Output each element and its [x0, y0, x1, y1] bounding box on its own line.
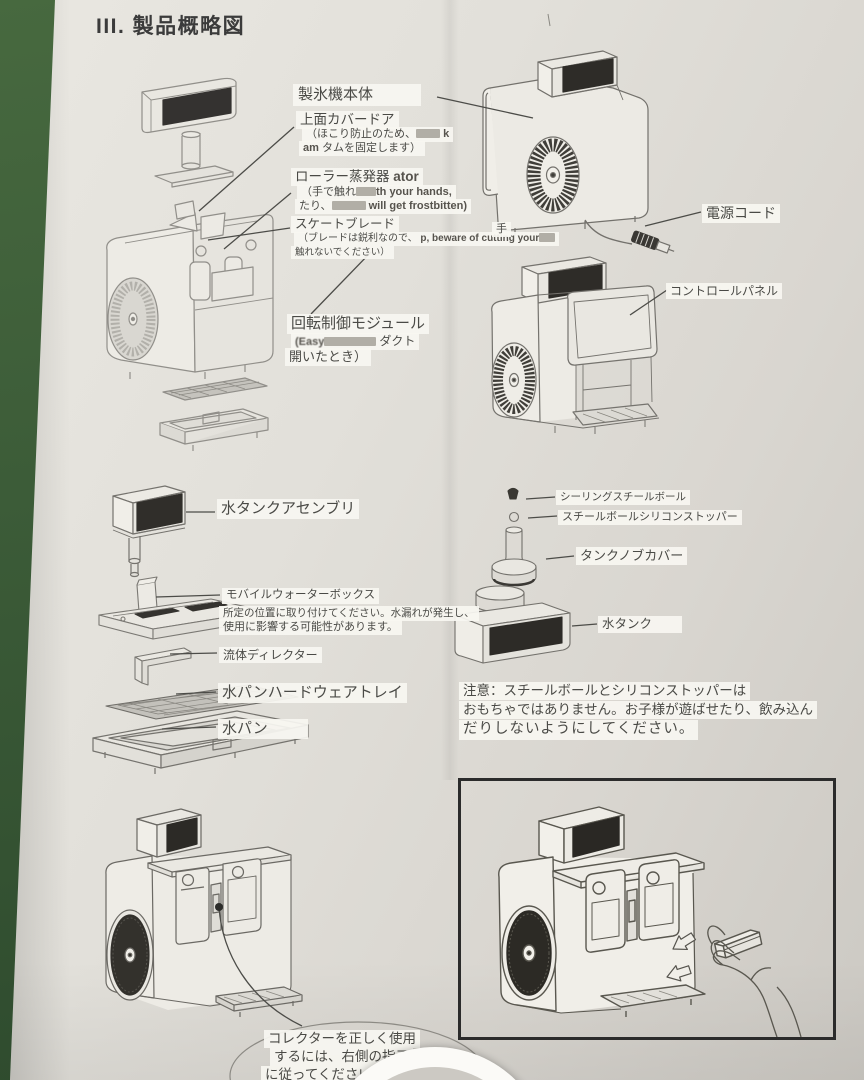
- label-rotation-note1: (Easy ダクト: [291, 333, 420, 351]
- label-mobile-water-box-note1: 所定の位置に取り付けてください。水漏れが発生し、: [219, 606, 479, 621]
- water-pan-tray-text: 水パンハードウェアトレイ: [222, 684, 403, 701]
- label-top-cover-title: 上面カバードア: [300, 112, 395, 127]
- water-pan-text: 水パン: [222, 720, 268, 737]
- label-tank-knob-cover: タンクノブカバー: [576, 547, 688, 565]
- water-tank-assembly-diagram: [112, 485, 186, 578]
- label-roller-note1: （手で触れ th your hands,: [297, 185, 456, 201]
- skate-note2-jp: 触れないでください）: [295, 247, 390, 258]
- label-hand: 手: [492, 222, 511, 238]
- label-water-tank-assembly: 水タンクアセンブリ: [217, 499, 360, 519]
- water-tank-text: 水タンク: [602, 617, 653, 631]
- top-cover-note2-en: am: [303, 142, 319, 154]
- caution-line2-text: おもちゃではありません。お子様が遊ばせたり、飲み込ん: [463, 702, 814, 718]
- rotation-note1-jp: ダクト: [379, 334, 416, 348]
- control-panel-text: コントロールパネル: [670, 284, 779, 298]
- label-silicone-stopper: スチールボールシリコンストッパー: [558, 510, 742, 526]
- label-mobile-water-box-note2: 使用に影響する可能性があります。: [219, 620, 402, 636]
- label-skate-note1: （ブレードは鋭利なので、 p, beware of cutting your: [294, 232, 560, 246]
- exploded-machine-diagram: [106, 77, 274, 451]
- label-rotation-module: 回転制御モジュール: [287, 314, 429, 334]
- rotation-title: 回転制御モジュール: [291, 315, 425, 332]
- instruction-frame: [458, 778, 836, 1040]
- redacted-text: [356, 187, 376, 196]
- label-roller-note2: たり、 will get frostbitten): [295, 199, 472, 215]
- redacted-text: [539, 233, 556, 242]
- roller-note2-jp: たり、: [299, 200, 332, 212]
- rotation-note1-en: (Easy: [295, 336, 325, 348]
- label-mobile-water-box: モバイルウォーターボックス: [222, 588, 380, 604]
- label-top-cover-note1: （ほこり防止のため、 k: [302, 127, 454, 143]
- silicone-stopper-text: スチールボールシリコンストッパー: [562, 511, 738, 523]
- skate-note1-jp: （ブレードは鋭利なので、: [298, 233, 418, 244]
- top-cover-note1-jp: （ほこり防止のため、: [306, 128, 416, 140]
- collector-note-line1-text: コレクターを正しく使用: [268, 1031, 416, 1046]
- label-main-unit-text: 製氷機本体: [298, 86, 374, 103]
- label-top-cover: 上面カバードア: [296, 111, 399, 130]
- collector-insertion-diagram: [498, 806, 802, 1038]
- label-water-pan: 水パン: [218, 719, 308, 739]
- top-cover-note2-jp: タムを固定します）: [321, 142, 421, 154]
- mobile-water-box-note1-text: 所定の位置に取り付けてください。水漏れが発生し、: [223, 607, 475, 619]
- collector-note-line2-text: するには、右側の指示: [274, 1049, 409, 1064]
- mobile-water-box-text: モバイルウォーターボックス: [226, 589, 376, 601]
- roller-note1-en: th your hands,: [376, 186, 452, 198]
- power-cord-text: 電源コード: [706, 205, 776, 221]
- label-control-panel: コントロールパネル: [666, 283, 783, 300]
- label-roller-evaporator: ローラー蒸発器 ator: [291, 168, 423, 187]
- label-water-tank: 水タンク: [598, 616, 683, 633]
- label-power-cord: 電源コード: [702, 204, 780, 223]
- mobile-water-box-note2-text: 使用に影響する可能性があります。: [223, 621, 398, 633]
- label-fluid-director: 流体ディレクター: [219, 647, 322, 664]
- collector-note-line3: に従ってください: [261, 1066, 376, 1080]
- rotation-note2-jp: 開いたとき）: [289, 349, 368, 364]
- water-tank-assembly-text: 水タンクアセンブリ: [221, 500, 356, 517]
- skate-note1-en: p, beware of cutting your: [420, 233, 540, 244]
- label-skate-note2: 触れないでください）: [291, 246, 394, 260]
- label-skate-blade: スケートブレード: [291, 216, 400, 233]
- main-unit-diagram: [482, 50, 675, 254]
- label-rotation-note2: 開いたとき）: [285, 348, 372, 366]
- redacted-text: [416, 129, 440, 138]
- redacted-text: [331, 201, 366, 210]
- skate-title: スケートブレード: [295, 217, 396, 231]
- caution-line1: 注意：スチールボールとシリコンストッパーは: [459, 682, 751, 701]
- caution-note: 注意：スチールボールとシリコンストッパーは おもちゃではありません。お子様が遊ば…: [459, 682, 818, 741]
- label-sealing-steel-ball: シーリングスチールボール: [556, 490, 690, 505]
- caution-line2: おもちゃではありません。お子様が遊ばせたり、飲み込ん: [459, 701, 818, 720]
- fluid-director-diagram: [134, 647, 192, 686]
- collector-note-line1: コレクターを正しく使用: [264, 1030, 420, 1049]
- hand-text: 手: [496, 223, 507, 235]
- sealing-steel-ball-text: シーリングスチールボール: [560, 491, 686, 503]
- collector-note-line3-text: に従ってください: [265, 1067, 372, 1080]
- label-water-pan-tray: 水パンハードウェアトレイ: [218, 683, 407, 703]
- roller-note1-jp: （手で触れ: [301, 186, 356, 198]
- label-top-cover-note2: am タムを固定します）: [299, 141, 425, 157]
- tank-parts-diagram: [454, 487, 571, 664]
- page-title: III. 製品概略図: [96, 15, 246, 38]
- tank-knob-cover-text: タンクノブカバー: [580, 548, 684, 563]
- control-panel-machine-diagram: [491, 256, 660, 434]
- roller-note2-en: will get frostbitten): [368, 200, 468, 212]
- collector-machine-diagram: [105, 808, 303, 1017]
- label-main-unit: 製氷機本体: [293, 84, 422, 106]
- top-cover-note1-en: k: [443, 128, 450, 140]
- roller-title-en: ator: [393, 169, 419, 184]
- caution-line1-text: 注意：スチールボールとシリコンストッパーは: [463, 683, 747, 698]
- caution-line3-text: だりしないようにしてください。: [463, 721, 695, 738]
- redacted-text: [324, 337, 377, 346]
- fluid-director-text: 流体ディレクター: [223, 648, 318, 662]
- roller-title: ローラー蒸発器: [295, 169, 390, 184]
- caution-line3: だりしないようにしてください。: [459, 720, 699, 740]
